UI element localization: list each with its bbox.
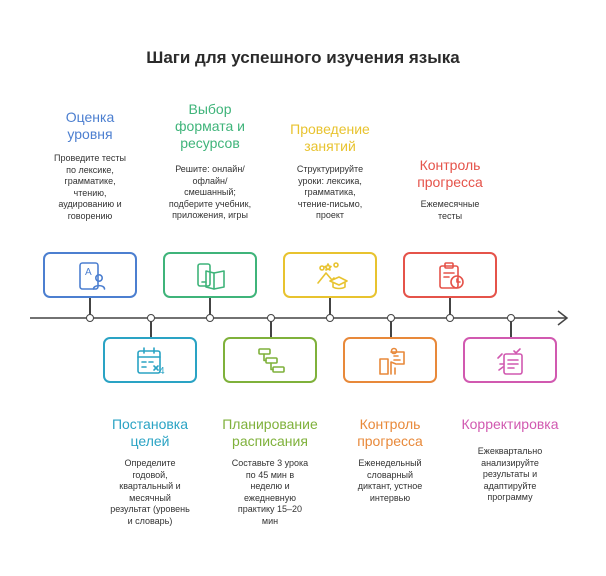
step-4-node [267,314,275,322]
step-7-description: Ежемесячные тесты [420,199,480,221]
step-3-description: Решите: онлайн/ офлайн/ смешанный; подбе… [168,164,252,221]
page-title: Шаги для успешного изучения языка [146,48,460,67]
step-4-box [223,337,317,383]
step-7-title: Контроль прогресса [417,157,483,190]
step-8-node [507,314,515,322]
step-7-connector [449,298,451,318]
step-6-node [387,314,395,322]
calendar-goal-icon: 4 [137,347,165,377]
step-1-title: Оценка уровня [65,109,115,142]
assessment-icon: A [79,262,106,290]
step-6-description: Еженедельный словарный диктант, устное и… [357,458,423,503]
teacher-board-icon [379,347,405,375]
svg-text:4: 4 [159,366,165,377]
step-5-connector [329,298,331,318]
step-2-title: Постановка целей [111,416,189,449]
step-1-node [86,314,94,322]
step-1-connector [89,298,91,318]
step-2-node [147,314,155,322]
step-2-box: 4 [103,337,197,383]
step-3-title: Выбор формата и ресурсов [175,101,245,151]
schedule-gantt-icon [258,348,285,373]
step-8-box [463,337,557,383]
step-1-box: A [43,252,137,298]
step-3-connector [209,298,211,318]
step-4-description: Составьте 3 урока по 45 мин в неделю и е… [231,458,309,526]
step-1-description: Проведите тесты по лексике, грамматике, … [54,153,126,221]
device-book-icon [197,263,225,290]
step-8-description: Ежеквартально анализируйте результаты и … [477,446,543,503]
step-8-title: Корректировка [461,416,559,432]
step-6-connector [390,318,392,338]
step-4-connector [270,318,272,338]
step-2-description: Определите годовой, квартальный и месячн… [110,458,190,526]
step-5-box [283,252,377,298]
step-6-box [343,337,437,383]
svg-text:A: A [85,267,92,278]
clipboard-clock-icon [439,262,464,289]
step-3-box [163,252,257,298]
step-6-title: Контроль прогресса [357,416,423,449]
step-5-title: Проведение занятий [290,121,370,154]
step-4-title: Планирование расписания [222,416,318,449]
step-8-connector [510,318,512,338]
step-7-node [446,314,454,322]
step-5-description: Структурируйте уроки: лексика, грамматик… [296,164,364,221]
graduation-icon [317,262,348,290]
step-2-connector [150,318,152,338]
step-7-box [403,252,497,298]
adjust-checklist-icon [497,348,523,375]
step-3-node [206,314,214,322]
step-5-node [326,314,334,322]
